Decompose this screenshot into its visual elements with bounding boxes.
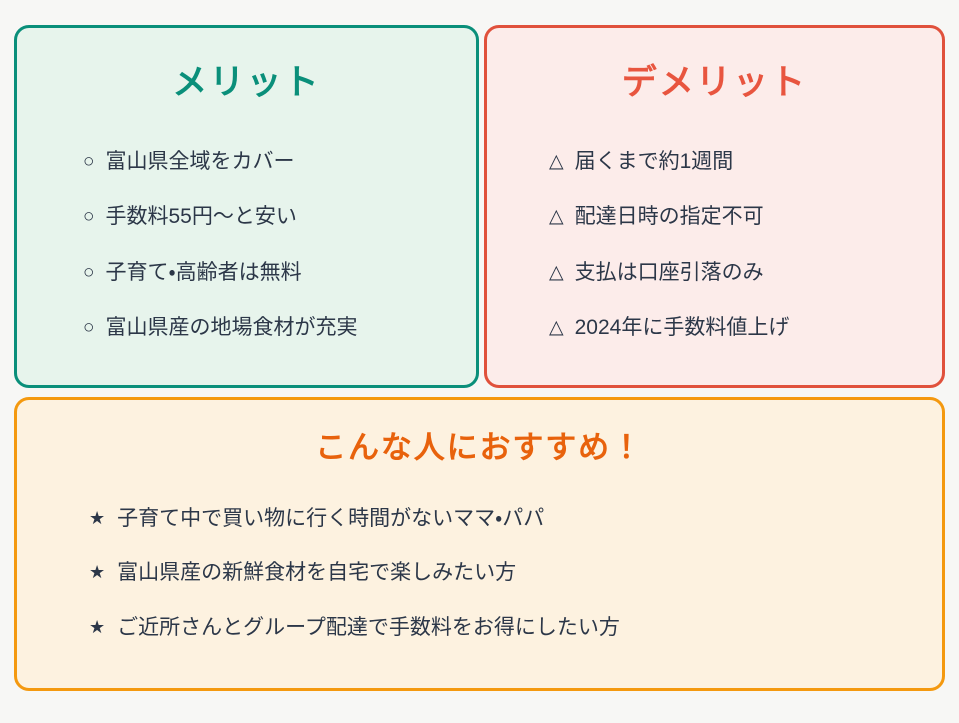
list-item: ○ 富山県全域をカバー (83, 148, 476, 176)
list-item: △ 2024年に手数料値上げ (549, 314, 942, 342)
comparison-row: メリット ○ 富山県全域をカバー ○ 手数料55円〜と安い ○ 子育て・高齢者は… (14, 25, 945, 388)
triangle-outline-icon: △ (549, 150, 564, 172)
demerit-list: △ 届くまで約1週間 △ 配達日時の指定不可 △ 支払は口座引落のみ △ 202… (549, 148, 942, 342)
list-item-label: 子育て・高齢者は無料 (105, 260, 302, 284)
list-item-label: 支払は口座引落のみ (574, 260, 764, 284)
list-item-label: 手数料55円〜と安い (105, 205, 297, 229)
list-item: ★ 子育て中で買い物に行く時間がないママ・パパ (89, 505, 942, 532)
list-item: △ 届くまで約1週間 (549, 148, 942, 176)
list-item-label: 届くまで約1週間 (574, 149, 734, 173)
triangle-outline-icon: △ (549, 317, 564, 339)
star-filled-icon: ★ (89, 508, 106, 529)
list-item: △ 配達日時の指定不可 (549, 203, 942, 231)
list-item: ○ 富山県産の地場食材が充実 (83, 314, 476, 342)
list-item-label: ご近所さんとグループ配達で手数料をお得にしたい方 (117, 615, 620, 639)
list-item: ★ 富山県産の新鮮食材を自宅で楽しみたい方 (89, 559, 942, 586)
demerit-card-title: デメリット (621, 63, 808, 102)
triangle-outline-icon: △ (549, 261, 564, 283)
list-item: ★ ご近所さんとグループ配達で手数料をお得にしたい方 (89, 614, 942, 641)
circle-outline-icon: ○ (83, 261, 95, 283)
merit-card: メリット ○ 富山県全域をカバー ○ 手数料55円〜と安い ○ 子育て・高齢者は… (14, 25, 479, 388)
list-item-label: 富山県産の地場食材が充実 (105, 316, 358, 340)
circle-outline-icon: ○ (83, 206, 95, 228)
list-item: ○ 子育て・高齢者は無料 (83, 259, 476, 287)
list-item-label: 富山県産の新鮮食材を自宅で楽しみたい方 (117, 561, 517, 585)
recommend-card-title: こんな人におすすめ！ (315, 430, 644, 465)
demerit-card: デメリット △ 届くまで約1週間 △ 配達日時の指定不可 △ 支払は口座引落のみ… (484, 25, 945, 388)
list-item-label: 富山県全域をカバー (105, 149, 295, 173)
star-filled-icon: ★ (89, 616, 106, 637)
list-item-label: 配達日時の指定不可 (574, 205, 764, 229)
star-filled-icon: ★ (89, 562, 106, 583)
list-item: ○ 手数料55円〜と安い (83, 203, 476, 231)
circle-outline-icon: ○ (83, 317, 95, 339)
circle-outline-icon: ○ (83, 150, 95, 172)
recommend-card: こんな人におすすめ！ ★ 子育て中で買い物に行く時間がないママ・パパ ★ 富山県… (14, 397, 945, 691)
triangle-outline-icon: △ (549, 206, 564, 228)
merit-list: ○ 富山県全域をカバー ○ 手数料55円〜と安い ○ 子育て・高齢者は無料 ○ … (83, 148, 476, 342)
list-item-label: 2024年に手数料値上げ (574, 316, 790, 340)
merit-card-title: メリット (172, 63, 321, 102)
list-item: △ 支払は口座引落のみ (549, 259, 942, 287)
list-item-label: 子育て中で買い物に行く時間がないママ・パパ (117, 507, 545, 531)
recommend-list: ★ 子育て中で買い物に行く時間がないママ・パパ ★ 富山県産の新鮮食材を自宅で楽… (89, 505, 942, 641)
